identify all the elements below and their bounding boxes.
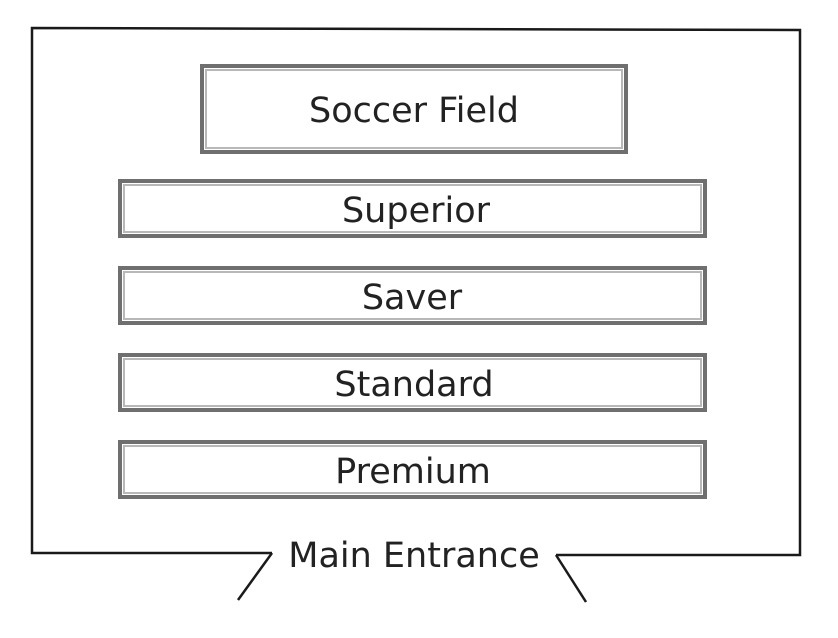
section-standard-label: Standard — [334, 365, 493, 405]
entrance-left-wall — [236, 552, 274, 601]
section-saver: Saver — [118, 266, 707, 325]
section-superior-label: Superior — [342, 191, 491, 231]
soccer-field-label: Soccer Field — [309, 91, 519, 131]
section-superior: Superior — [118, 179, 707, 238]
main-entrance-label: Main Entrance — [288, 536, 540, 576]
section-premium-label: Premium — [335, 452, 491, 492]
section-standard: Standard — [118, 353, 707, 412]
section-saver-label: Saver — [362, 278, 463, 318]
entrance-right-wall — [554, 554, 588, 603]
soccer-field-box: Soccer Field — [200, 64, 628, 154]
section-premium: Premium — [118, 440, 707, 499]
venue-outline — [30, 26, 802, 557]
